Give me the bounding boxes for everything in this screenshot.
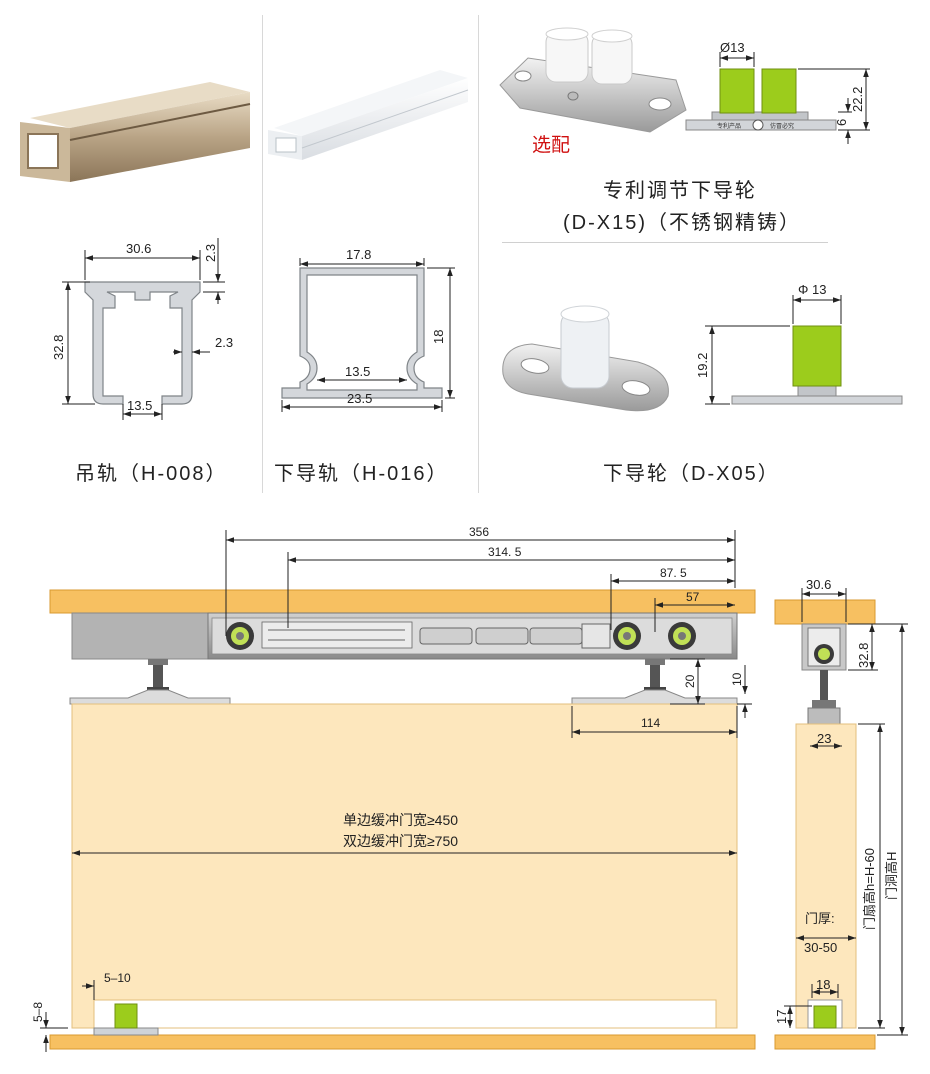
dx15-caption-line1: 专利调节下导轮 [603, 180, 757, 202]
dx05-dim-height: 19.2 [695, 353, 710, 378]
dim-3145: 314. 5 [488, 545, 522, 559]
separator-left [262, 15, 263, 493]
h008-rail-photo [20, 82, 251, 182]
h008-dim-top: 2.3 [203, 244, 218, 262]
side-dim-23: 23 [817, 731, 831, 746]
h008-caption: 吊轨（H-008） [75, 463, 228, 485]
side-elevation [774, 599, 876, 1050]
side-dimensions [784, 588, 908, 1036]
dim-5-10: 5–10 [104, 971, 131, 985]
h016-rail-photo [268, 70, 469, 160]
side-dim-18: 18 [816, 977, 830, 992]
front-dimensions [40, 530, 752, 1052]
side-dim-328: 32.8 [856, 643, 871, 668]
optional-label: 选配 [532, 135, 571, 156]
h016-dim-top: 17.8 [346, 247, 371, 262]
dim-20: 20 [683, 674, 697, 688]
dx05-drawing [731, 325, 903, 405]
dx15-dim-diameter: Ø13 [720, 40, 745, 55]
dx15-caption-line2: (D-X15)（不锈钢精铸） [563, 212, 802, 234]
side-dim-306: 30.6 [806, 577, 831, 592]
dx15-dimensions [719, 52, 870, 144]
front-elevation [49, 589, 756, 1050]
separator-right [478, 15, 479, 493]
dx15-dim-height: 22.2 [850, 87, 865, 112]
dx05-dimensions [705, 295, 842, 405]
dx15-dim-base: 6 [834, 119, 849, 126]
dx15-photo [499, 27, 687, 133]
h008-dim-height: 32.8 [51, 335, 66, 360]
h016-caption: 下导轨（H-016） [274, 463, 449, 485]
h008-section [84, 281, 201, 405]
h008-dim-opening: 13.5 [127, 398, 152, 413]
dim-875: 87. 5 [660, 566, 687, 580]
dim-114: 114 [641, 716, 660, 730]
note-double-side: 双边缓冲门宽≥750 [343, 833, 458, 849]
dx15-drawing [685, 68, 837, 131]
dim-5-8: 5–8 [31, 1002, 45, 1022]
h016-dimensions [281, 258, 455, 412]
door-height-label: 门扇高h=H-60 [862, 848, 877, 930]
door-thickness-value: 30-50 [804, 940, 837, 955]
dx15-plate-text-right: 仿冒必究 [770, 122, 794, 130]
dx05-caption: 下导轮（D-X05） [603, 463, 780, 485]
opening-height-label: 门洞高H [884, 852, 899, 900]
side-dim-17: 17 [774, 1010, 789, 1024]
door-thickness-label: 门厚: [805, 911, 835, 926]
h016-dim-height: 18 [431, 330, 446, 344]
dim-10: 10 [730, 672, 744, 686]
dim-57: 57 [686, 590, 700, 604]
note-single-side: 单边缓冲门宽≥450 [343, 812, 458, 828]
h016-dim-inner: 13.5 [345, 364, 370, 379]
h016-dim-bottom: 23.5 [347, 391, 372, 406]
dim-356: 356 [469, 525, 489, 539]
dx05-dim-diameter: Φ 13 [798, 282, 826, 297]
separator-dx [502, 242, 828, 243]
h008-dim-wall: 2.3 [215, 335, 233, 350]
h008-dim-width: 30.6 [126, 241, 151, 256]
h008-dimensions [62, 238, 225, 420]
dx15-plate-text-left: 专利产品 [717, 122, 741, 130]
dx05-photo [502, 305, 669, 412]
h016-section [281, 267, 443, 399]
